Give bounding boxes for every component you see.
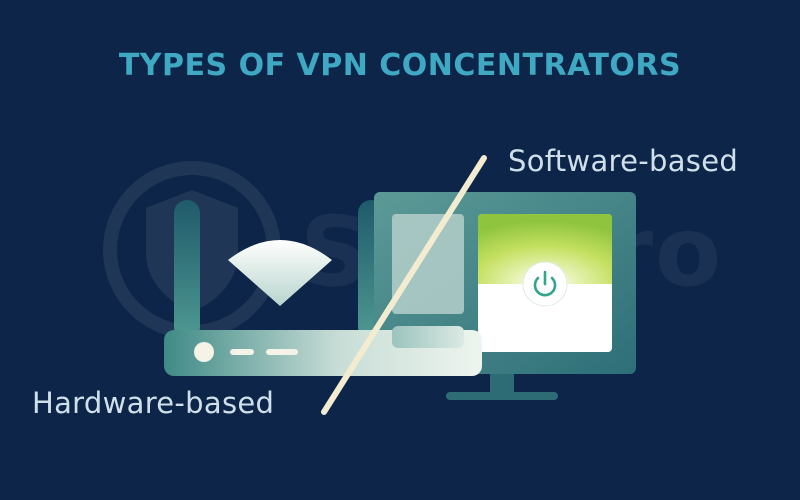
router-led [194, 342, 214, 362]
monitor-side-panel [392, 214, 464, 314]
power-icon[interactable] [522, 261, 568, 307]
software-based-label: Software-based [508, 144, 739, 178]
router-indicator-1 [230, 349, 254, 355]
wifi-icon [228, 240, 332, 306]
page-title: TYPES OF VPN CONCENTRATORS [118, 48, 682, 83]
hardware-based-label: Hardware-based [32, 386, 275, 420]
router-indicator-2 [266, 349, 298, 355]
antenna-left [174, 200, 200, 340]
router-top-strip [392, 326, 464, 348]
monitor-stand [490, 370, 514, 396]
divider-line [321, 155, 487, 415]
monitor-base [446, 392, 558, 400]
